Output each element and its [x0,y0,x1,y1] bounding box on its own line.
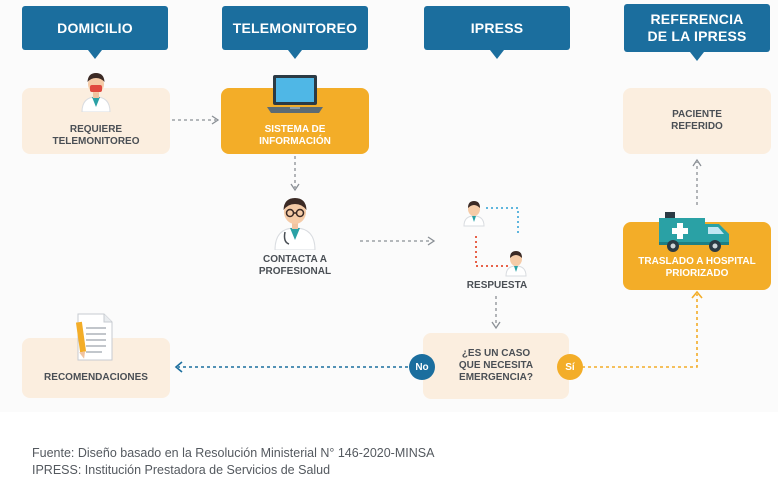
chat-loop-bottom [475,236,510,267]
chat-doctors-icon [463,201,527,277]
header-ipress: IPRESS [424,6,570,59]
header-domicilio: DOMICILIO [22,6,168,59]
paciente-line1: PACIENTE [672,109,722,120]
header-referencia-line2: DE LA IPRESS [647,28,747,44]
connector-lines [172,115,703,373]
header-ipress-label: IPRESS [470,19,524,36]
traslado-label: TRASLADO A HOSPITAL PRIORIZADO [623,256,771,280]
decision-si: Sí [557,354,583,380]
requiere-line1: REQUIERE [69,124,123,135]
recomendaciones-label: RECOMENDACIONES [44,372,148,383]
decision-no: No [409,354,435,380]
respuesta-label: RESPUESTA [466,280,528,291]
doctor-small-top [463,201,485,227]
decision-si-label: Sí [565,361,575,373]
pregunta-emergencia-box: ¿ES UN CASO QUE NECESITA EMERGENCIA? [423,333,569,399]
arrow-si-traslado [582,294,698,368]
contacta-line1: CONTACTA A [263,254,327,265]
contacta-line2: PROFESIONAL [258,266,332,277]
requiere-label: REQUIERE TELEMONITOREO [22,124,170,148]
doctor-icon [81,73,111,112]
header-referencia-line1: REFERENCIA [650,11,744,27]
sistema-label: SISTEMA DE INFORMACIÓN [221,124,369,148]
flow-diagram: DOMICILIO TELEMONITOREO IPRESS REFERENCI… [22,4,771,399]
ambulance-icon [659,212,729,252]
header-telemonitoreo: TELEMONITOREO [222,6,368,59]
paciente-line2: REFERIDO [671,121,723,132]
traslado-line1: TRASLADO A HOSPITAL [638,256,756,267]
paciente-referido-box: PACIENTE REFERIDO [623,88,771,154]
sistema-line1: SISTEMA DE [264,124,326,135]
decision-no-label: No [415,361,429,373]
traslado-line2: PRIORIZADO [665,268,729,279]
pregunta-line2: QUE NECESITA [458,360,534,371]
pregunta-line1: ¿ES UN CASO [461,348,531,359]
doctor-glasses-icon [274,198,316,250]
chat-loop-top [486,207,519,236]
document-pencil-icon [75,313,113,361]
laptop-icon [267,75,323,113]
pregunta-line3: EMERGENCIA? [459,372,533,383]
header-telemonitoreo-label: TELEMONITOREO [232,19,358,36]
requiere-line2: TELEMONITOREO [52,136,140,147]
contacta-label: CONTACTA A PROFESIONAL [221,254,369,278]
header-domicilio-label: DOMICILIO [57,19,133,36]
footer-fuente: Fuente: Diseño basado en la Resolución M… [32,446,435,460]
sistema-line2: INFORMACIÓN [259,136,331,147]
footer-ipress-definition: IPRESS: Institución Prestadora de Servic… [32,463,331,477]
header-referencia: REFERENCIA DE LA IPRESS [624,4,770,61]
doctor-small-bottom [505,251,527,277]
